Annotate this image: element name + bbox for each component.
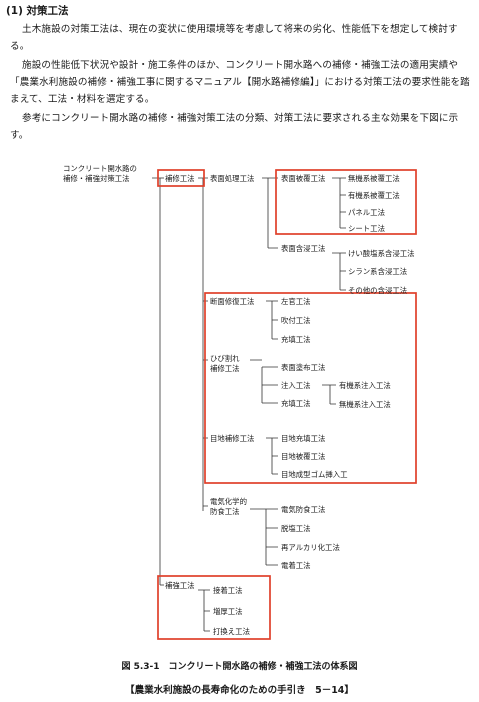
paragraph-1: 土木施設の対策工法は、現在の変状に使用環境等を考慮して将来の劣化、性能低下を想定… [10,24,458,52]
coating-item-2: 有機系被覆工法 [348,191,400,200]
surface-treatment-label: 表面処理工法 [210,174,254,183]
reinforce-item-1: 接着工法 [213,586,243,595]
impregnation-item-3: その他の含浸工法 [348,286,407,295]
section-heading: (1) 対策工法 [6,5,69,17]
electro-item-3: 再アルカリ化工法 [281,543,340,552]
diagram-connectors [152,177,346,632]
section-item-2: 吹付工法 [281,316,311,325]
electro-item-1: 電気防食工法 [281,505,325,514]
highlight-box-repair [157,169,205,187]
root-label-line2: 補修・補強対策工法 [63,174,130,183]
paragraph-3: 参考にコンクリート開水路の補修・補強対策工法の分類、対策工法に要求される主な効果… [10,113,459,141]
joint-item-2: 目地被覆工法 [281,452,325,461]
joint-item-1: 目地充填工法 [281,434,325,443]
diagram-labels: コンクリート開水路の 補修・補強対策工法 補修工法 表面処理工法 表面被覆工法 … [63,164,415,636]
method-hierarchy-diagram: コンクリート開水路の 補修・補強対策工法 補修工法 表面処理工法 表面被覆工法 … [63,164,417,640]
repair-method-label: 補修工法 [165,174,195,183]
figure-caption: 図 5.3-1 コンクリート開水路の補修・補強工法の体系図 [121,662,358,672]
source-reference: 【農業水利施設の長寿命化のための手引き 5－14】 [125,685,354,696]
coating-item-3: パネル工法 [348,208,385,217]
section-repair-label: 断面修復工法 [210,297,254,306]
reinforcement-method-label: 補強工法 [165,581,195,590]
electro-item-2: 脱塩工法 [281,524,311,533]
crack-repair-label-line2: 補修工法 [210,364,240,373]
section-item-3: 充填工法 [281,335,311,344]
crack-item-1: 表面塗布工法 [281,363,325,372]
reinforce-item-2: 増厚工法 [213,607,243,616]
surface-impregnation-label: 表面含浸工法 [281,244,325,253]
joint-repair-label: 目地補修工法 [210,434,254,443]
root-label-line1: コンクリート開水路の [63,164,137,173]
joint-item-3: 目地成型ゴム挿入工 [281,470,348,479]
electro-item-4: 電着工法 [281,561,311,570]
crack-item-2: 注入工法 [281,381,311,390]
electrochemical-label-line2: 防食工法 [210,507,240,516]
highlight-boxes [157,169,417,640]
injection-item-1: 有機系注入工法 [339,381,391,390]
crack-item-3: 充填工法 [281,399,311,408]
impregnation-item-1: けい酸塩系含浸工法 [348,249,415,258]
reinforce-item-3: 打換え工法 [213,627,250,636]
injection-item-2: 無機系注入工法 [339,400,391,409]
impregnation-item-2: シラン系含浸工法 [348,267,407,276]
coating-item-4: シート工法 [348,224,385,233]
highlight-box-reinforcement [157,575,271,640]
crack-repair-label-line1: ひび割れ [210,354,240,363]
coating-item-1: 無機系被覆工法 [348,174,400,183]
electrochemical-label-line1: 電気化学的 [210,497,247,506]
highlight-box-section-crack-joint [204,292,417,484]
paragraph-2: 施設の性能低下状況や設計・施工条件のほか、コンクリート開水路への補修・補強工法の… [10,60,470,105]
highlight-box-surface-coating [275,169,417,235]
surface-coating-label: 表面被覆工法 [281,174,325,183]
section-item-1: 左官工法 [281,297,311,306]
